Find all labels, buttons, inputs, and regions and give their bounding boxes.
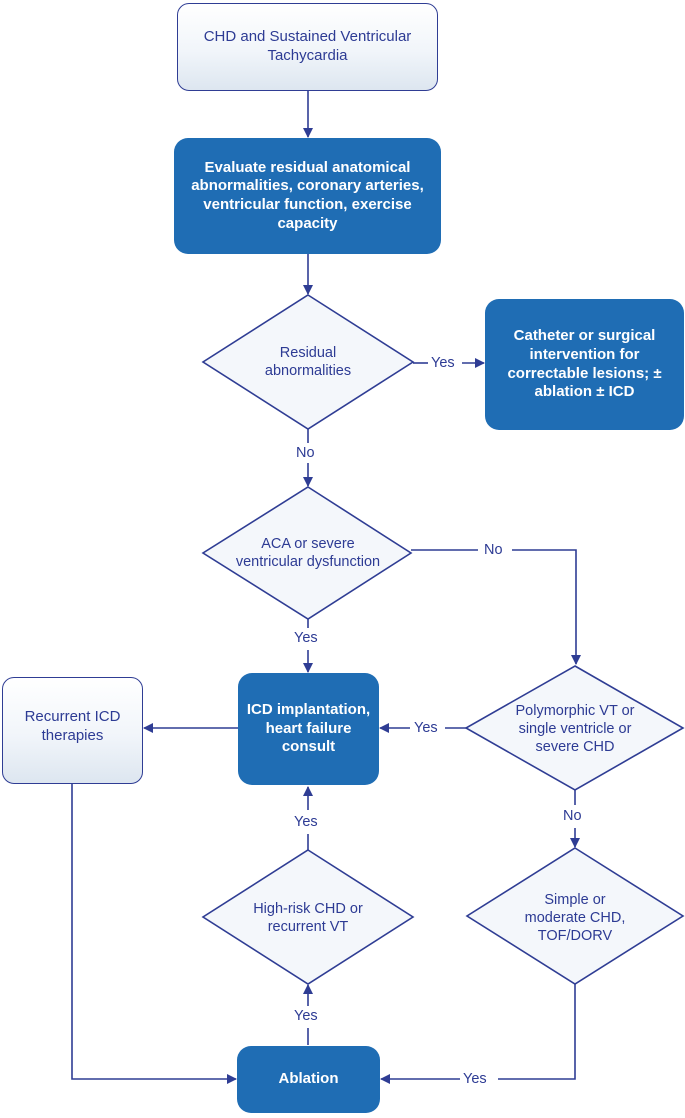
- node-evaluate-text: Evaluate residual anatomical abnormaliti…: [191, 158, 424, 232]
- node-ablation-text: Ablation: [278, 1070, 339, 1088]
- node-recurrent: Recurrent ICD therapies: [2, 677, 143, 784]
- arrow-recurrent-to-ablation: [71, 784, 237, 1084]
- node-icd: ICD implantation, heart failure consult: [238, 673, 379, 785]
- label-aca-yes: Yes: [294, 630, 318, 646]
- node-start: CHD and Sustained Ventricular Tachycardi…: [177, 3, 438, 91]
- label-highrisk-yes: Yes: [294, 814, 318, 830]
- node-start-text: CHD and Sustained Ventricular Tachycardi…: [203, 28, 412, 64]
- arrow-aca-no-right: [512, 549, 581, 665]
- diamond-highrisk-text: High-risk CHD or recurrent VT: [253, 900, 363, 935]
- node-evaluate: Evaluate residual anatomical abnormaliti…: [174, 138, 441, 254]
- label-ablation-yes: Yes: [294, 1008, 318, 1024]
- node-recurrent-text: Recurrent ICD therapies: [24, 708, 121, 744]
- node-ablation: Ablation: [237, 1046, 380, 1113]
- node-icd-text: ICD implantation, heart failure consult: [246, 700, 371, 756]
- label-residual-yes: Yes: [431, 355, 455, 371]
- diamond-polymorphic-text: Polymorphic VT or single ventricle or se…: [515, 702, 635, 756]
- diamond-residual-text: Residual abnormalities: [264, 344, 352, 379]
- label-simple-yes: Yes: [463, 1071, 487, 1087]
- node-intervention-text: Catheter or surgical intervention for co…: [507, 327, 662, 401]
- label-poly-no: No: [563, 808, 582, 824]
- diamond-aca-text: ACA or severe ventricular dysfunction: [235, 535, 381, 570]
- diamond-simple-text: Simple or moderate CHD, TOF/DORV: [524, 891, 626, 945]
- label-residual-no: No: [296, 445, 315, 461]
- label-poly-yes: Yes: [414, 720, 438, 736]
- arrow-simple-yes-right: [498, 984, 576, 1080]
- node-intervention: Catheter or surgical intervention for co…: [485, 299, 684, 430]
- label-aca-no: No: [484, 542, 503, 558]
